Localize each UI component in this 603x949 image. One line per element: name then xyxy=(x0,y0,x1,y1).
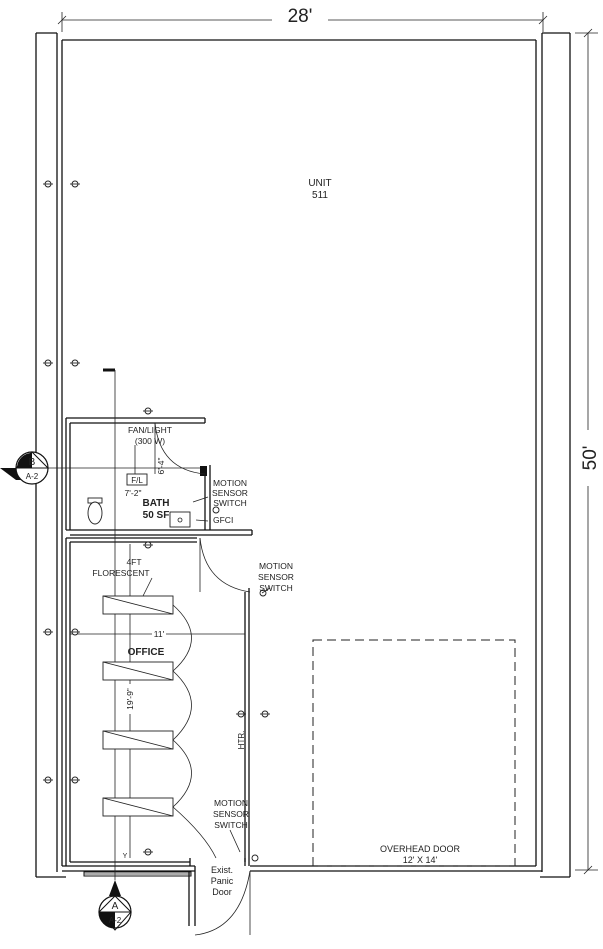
exterior-walls xyxy=(35,32,571,926)
bath-motion-label-3: SWITCH xyxy=(213,498,247,508)
bath-width-dim: 7'-2" xyxy=(125,488,142,498)
office-width-dim: 11' xyxy=(154,629,165,639)
fluorescent-light-fixtures xyxy=(102,595,174,817)
receptacle-symbols xyxy=(43,180,270,862)
bath-name: BATH xyxy=(142,498,169,509)
section-marker-b xyxy=(0,451,50,485)
office-walls xyxy=(65,537,250,866)
office-motion-label-1: MOTION xyxy=(259,561,293,571)
toilet-symbol xyxy=(87,497,103,525)
gfci-label: GFCI xyxy=(213,515,233,525)
panic-door-label-2: Panic xyxy=(211,876,234,886)
panic-door-swing xyxy=(194,870,251,936)
width-dimension-label: 28' xyxy=(288,6,313,27)
office-door-swing xyxy=(199,537,251,593)
section-b-letter: B xyxy=(29,457,36,468)
bath-depth-dim: 6'-4" xyxy=(156,458,166,475)
fan-light-fixture xyxy=(126,473,148,486)
bath-walls xyxy=(65,417,253,536)
office-motion-label-3: SWITCH xyxy=(259,583,293,593)
overhead-door-label: OVERHEAD DOOR xyxy=(380,844,461,854)
unit-number: 511 xyxy=(312,190,328,201)
bath-door-swing xyxy=(154,422,206,475)
height-dimension-label: 50' xyxy=(580,446,601,471)
bath-area: 50 SF xyxy=(143,510,170,521)
office-motion-lower-2: SENSOR xyxy=(213,809,249,819)
bath-motion-label-2: SENSOR xyxy=(212,488,248,498)
office-motion-label-2: SENSOR xyxy=(258,572,294,582)
switch-circuit-arcs xyxy=(172,604,217,859)
bath-motion-label-1: MOTION xyxy=(213,478,247,488)
heater-label: HTR. xyxy=(237,731,246,750)
light-type-label-1: 4FT xyxy=(126,557,141,567)
section-b-sheet: A-2 xyxy=(26,472,39,481)
light-type-label-2: FLORESCENT xyxy=(92,568,149,578)
sink-symbol xyxy=(169,511,191,528)
fan-light-label: FAN/LIGHT xyxy=(128,425,172,435)
section-a-sheet: A-2 xyxy=(109,916,122,925)
unit-label: UNIT xyxy=(308,178,331,189)
office-motion-lower-3: SWITCH xyxy=(214,820,248,830)
office-name: OFFICE xyxy=(128,647,165,658)
fan-light-wattage: (300 W) xyxy=(135,436,165,446)
fixture-tag: F/L xyxy=(131,476,143,485)
office-depth-dim: 19'-9" xyxy=(125,688,135,710)
panic-door-label-1: Exist. xyxy=(211,865,233,875)
overhead-door-outline xyxy=(312,639,516,867)
section-a-letter: A xyxy=(112,901,119,912)
overhead-door-size: 12' X 14' xyxy=(403,855,438,865)
section-marker-a xyxy=(98,880,132,931)
panic-door-label-3: Door xyxy=(212,887,232,897)
office-motion-lower-1: MOTION xyxy=(214,798,248,808)
svg-text:Y: Y xyxy=(123,853,128,860)
